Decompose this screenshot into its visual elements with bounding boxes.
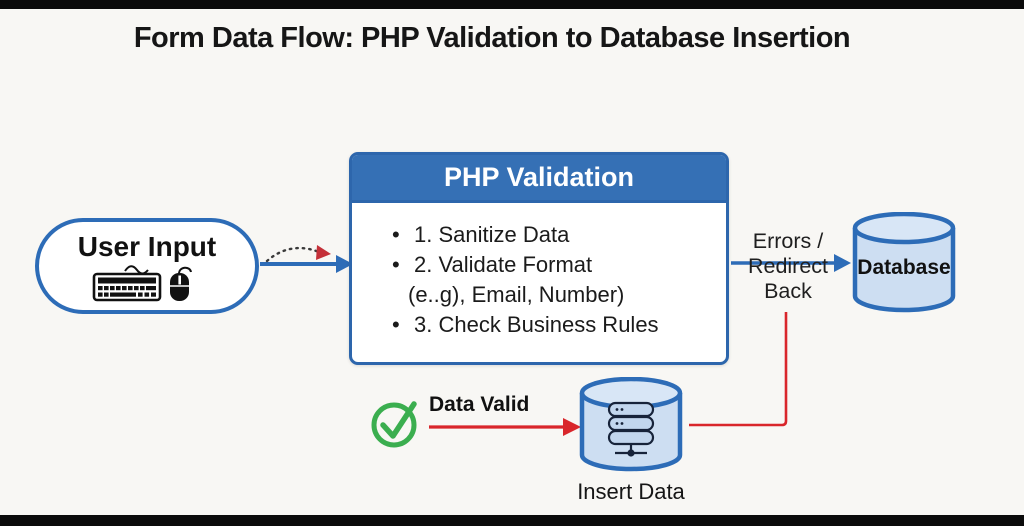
list-item-text: 3. Check Business Rules <box>414 312 659 337</box>
bottom-letterbox-bar <box>0 515 1024 526</box>
data-valid-arrow <box>429 418 581 436</box>
input-devices <box>91 263 203 303</box>
list-item-text: 1. Sanitize Data <box>414 222 570 247</box>
user-input-label: User Input <box>77 230 217 262</box>
list-item: • 3. Check Business Rules <box>392 310 716 340</box>
database-label: Database <box>857 256 951 279</box>
server-stack-icon <box>607 401 655 457</box>
database-node: Database <box>851 211 957 314</box>
php-validation-title: PHP Validation <box>352 155 726 203</box>
check-circle-icon <box>371 401 417 448</box>
insert-data-cylinder-icon <box>579 376 683 472</box>
insert-data-label: Insert Data <box>577 479 685 504</box>
keyboard-icon <box>92 264 162 301</box>
top-letterbox-bar <box>0 0 1024 9</box>
insert-data-node <box>578 376 684 473</box>
data-valid-label: Data Valid <box>429 393 530 416</box>
errors-line-2: Redirect <box>747 254 829 278</box>
errors-line-1: Errors / <box>752 229 824 253</box>
list-item: • 1. Sanitize Data <box>392 220 716 250</box>
user-to-php-arrow <box>260 255 353 273</box>
dotted-arc-arrowhead <box>316 245 331 260</box>
errors-redirect-line <box>689 312 788 427</box>
bullet-marker: • <box>392 252 400 277</box>
bullet-marker: • <box>392 222 400 247</box>
mouse-icon <box>170 266 192 301</box>
list-item-continuation: (e..g), Email, Number) <box>392 280 716 310</box>
errors-line-3: Back <box>764 279 812 303</box>
user-to-php-dotted-arc <box>265 245 331 263</box>
list-item-text: (e..g), Email, Number) <box>408 282 625 307</box>
php-validation-list: • 1. Sanitize Data • 2. Validate Format … <box>352 203 726 340</box>
list-item: • 2. Validate Format <box>392 250 716 280</box>
user-input-node: User Input <box>35 218 259 314</box>
database-cylinder-icon <box>852 211 956 313</box>
errors-redirect-label: Errors / Redirect Back <box>736 229 840 304</box>
bullet-marker: • <box>392 312 400 337</box>
php-to-database-arrow <box>731 254 851 272</box>
php-validation-node: PHP Validation • 1. Sanitize Data • 2. V… <box>349 152 729 365</box>
list-item-text: 2. Validate Format <box>414 252 593 277</box>
page-title: Form Data Flow: PHP Validation to Databa… <box>133 22 851 54</box>
